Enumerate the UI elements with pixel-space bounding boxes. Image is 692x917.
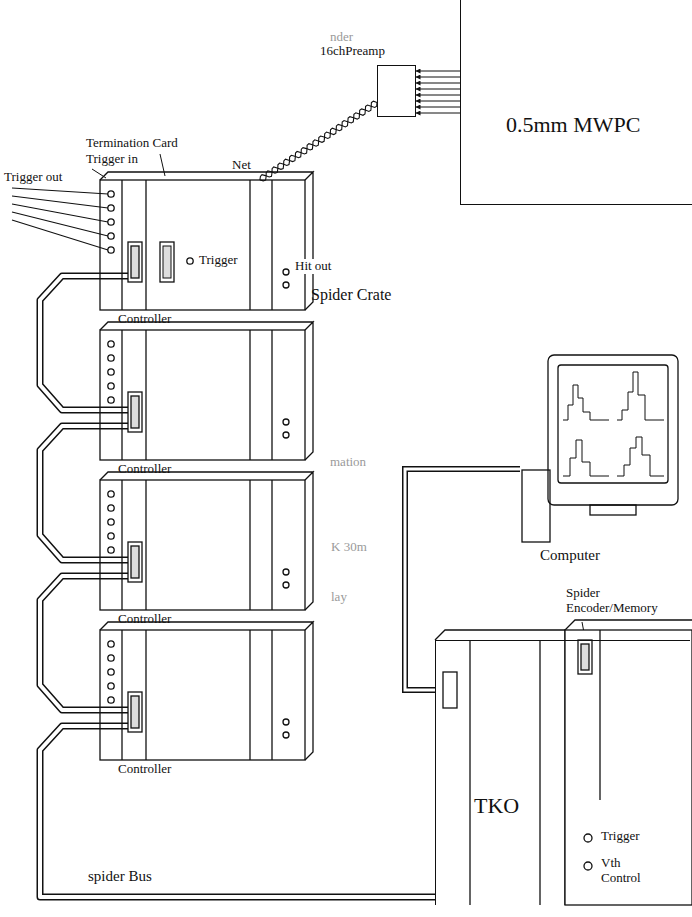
part-label: Controller <box>118 312 171 327</box>
signal-line <box>416 71 460 72</box>
computer-drawing <box>522 355 678 542</box>
node-label: 0.5mm MWPC <box>506 112 640 137</box>
part-label: spider Bus <box>88 868 152 885</box>
twisted-cable <box>260 101 377 181</box>
part-label: Trigger <box>198 253 239 268</box>
part-label: Controller <box>118 462 171 477</box>
trigger-out-lines <box>12 188 108 250</box>
signal-line <box>416 107 460 108</box>
preamp-box: 16chPreamp <box>377 65 416 117</box>
part-label: Trigger in <box>86 152 138 167</box>
spider-crate: Spider Crate <box>100 180 305 310</box>
node-label: 16chPreamp <box>320 44 385 59</box>
part-label: Net <box>232 158 251 173</box>
part-label: Hit out <box>294 259 332 274</box>
part-label: Controller <box>118 762 171 777</box>
computer: Computer <box>520 355 680 545</box>
signal-line <box>416 83 460 84</box>
node-label: TKO <box>474 793 519 818</box>
part-label: Trigger <box>600 829 641 844</box>
cable-set <box>40 276 435 897</box>
signal-line <box>416 95 460 96</box>
part-label: Trigger out <box>4 170 62 185</box>
part-label: lay <box>330 590 348 605</box>
leader-lines <box>92 154 585 638</box>
detector-box: 0.5mm MWPC <box>460 0 692 205</box>
tko-drawing <box>435 620 692 905</box>
node-label: Spider Crate <box>311 286 391 304</box>
part-label: Termination Card <box>86 136 178 151</box>
node-label: Computer <box>540 547 600 564</box>
signal-line <box>416 77 460 78</box>
part-label: Controller <box>118 612 171 627</box>
signal-line <box>416 113 460 114</box>
data-cable <box>405 469 520 690</box>
part-label: mation <box>330 455 366 470</box>
part-label: nder <box>330 30 353 45</box>
part-label: K 30m <box>330 540 368 555</box>
signal-line <box>416 101 460 102</box>
part-label: Spider Encoder/Memory <box>566 586 686 616</box>
signal-line <box>416 89 460 90</box>
part-label: Vth Control <box>600 856 660 886</box>
spider-crates <box>100 172 313 760</box>
